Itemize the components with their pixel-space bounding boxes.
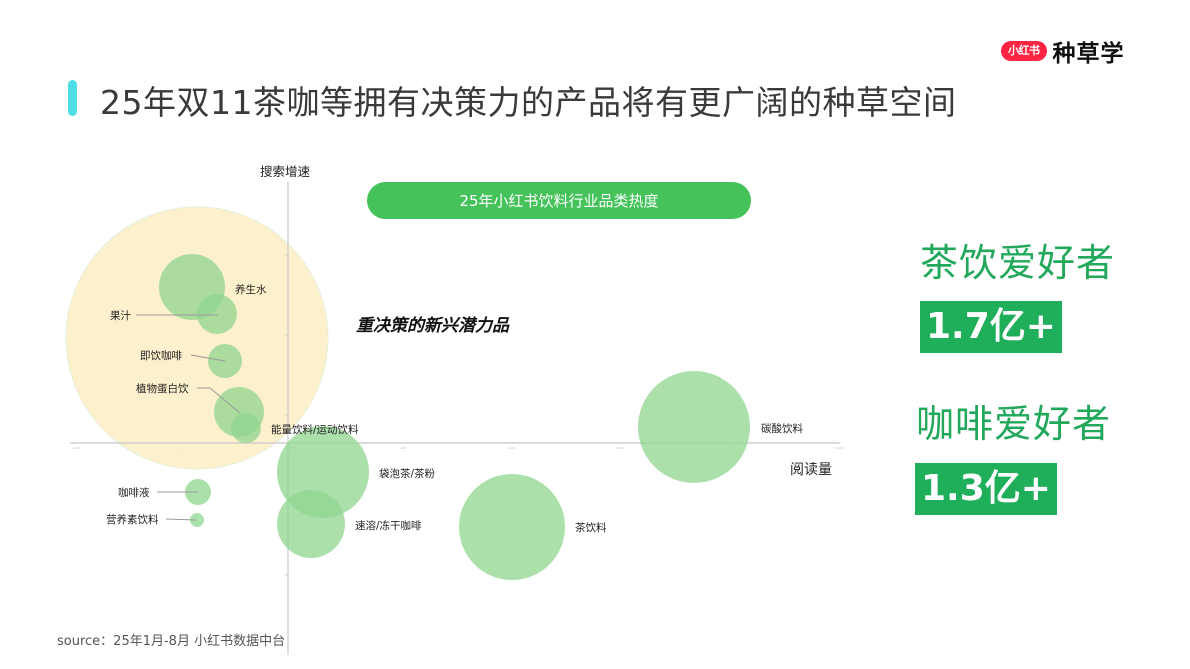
coffee-fans-value: 1.3亿+ [915,463,1057,515]
brand-logo: 小红书 种草学 [1001,34,1125,68]
bubble-label: 袋泡茶/茶粉 [379,468,436,480]
svg-text:8.00: 8.00 [617,446,624,450]
zone-label: 重决策的新兴潜力品 [356,316,509,336]
bubble-label: 咖啡液 [118,487,150,499]
bubble-chayinliao [459,474,565,580]
bubble-yingyangsu [190,513,204,527]
bubble-label: 养生水 [235,284,267,296]
coffee-fans-label: 咖啡爱好者 [916,402,1112,446]
bubble-label: 能量饮料/运动饮料 [271,424,359,436]
bubble-label: 植物蛋白饮 [136,383,189,395]
svg-text:6.00: 6.00 [508,446,515,450]
bubble-tansuan [638,371,750,483]
bubble-label: 碳酸饮料 [761,423,803,435]
bubble-label: 营养素饮料 [106,514,159,526]
svg-text:12.00: 12.00 [834,446,843,450]
svg-text:4.00: 4.00 [399,446,406,450]
brand-text: 种草学 [1052,41,1125,67]
bubble-label: 果汁 [110,310,131,322]
bubble-label: 即饮咖啡 [140,350,182,362]
svg-text:-2.00: -2.00 [72,446,80,450]
xiaohongshu-logo: 小红书 [1001,41,1047,61]
bubble-sulu-kafei [277,490,345,558]
source-note: source：25年1月-8月 小红书数据中台 [57,634,286,649]
bubble-guozhi [197,294,237,334]
x-axis-label: 阅读量 [790,462,832,478]
bubble-nengliang [231,413,261,443]
bubble-label: 茶饮料 [575,522,607,534]
chart-title: 25年小红书饮料行业品类热度 [367,182,751,219]
title-accent-bar [68,80,77,116]
tea-fans-label: 茶饮爱好者 [920,241,1116,285]
y-axis-label: 搜索增速 [260,164,311,179]
page-title: 25年双11茶咖等拥有决策力的产品将有更广阔的种草空间 [100,83,957,122]
svg-text:0: 0 [181,446,183,450]
tea-fans-value: 1.7亿+ [920,301,1062,353]
bubble-label: 速溶/冻干咖啡 [355,520,422,532]
